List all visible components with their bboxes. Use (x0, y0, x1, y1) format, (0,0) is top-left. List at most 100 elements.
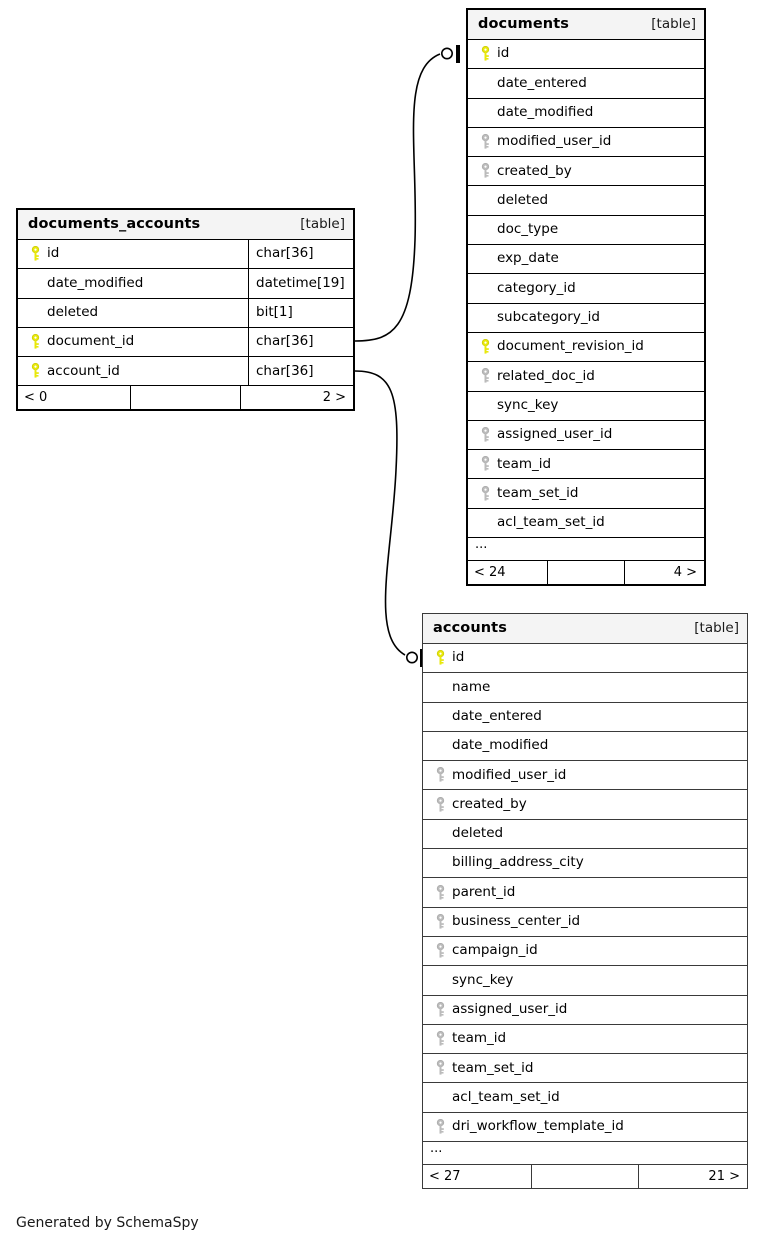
column-name-cell: parent_id (423, 878, 747, 906)
column-name-cell: document_id (18, 328, 248, 356)
column-row[interactable]: id (468, 40, 704, 70)
column-name-cell: team_set_id (423, 1054, 747, 1082)
column-type: char[36] (248, 357, 353, 386)
column-name-cell: category_id (468, 274, 704, 302)
column-name-cell: deleted (423, 820, 747, 848)
cardinality-zero-circle (440, 47, 453, 60)
column-name-cell: id (468, 40, 704, 68)
column-row[interactable]: team_set_id (468, 479, 704, 509)
column-name: deleted (497, 191, 549, 208)
column-name-cell: created_by (468, 157, 704, 185)
table-header-accounts: accounts [table] (423, 614, 747, 644)
column-row[interactable]: created_by (423, 790, 747, 820)
column-row[interactable]: billing_address_city (423, 849, 747, 879)
footer-middle (531, 1165, 639, 1189)
column-row[interactable]: campaign_id (423, 937, 747, 967)
column-row[interactable]: id (423, 644, 747, 674)
footer-next-count[interactable]: 2 > (322, 390, 347, 406)
column-name: deleted (47, 303, 99, 320)
column-name: name (452, 678, 491, 695)
cardinality-zero-circle (405, 651, 418, 664)
footer-prev-count[interactable]: < 24 (474, 565, 506, 581)
column-row[interactable]: exp_date (468, 245, 704, 275)
footer-next-count[interactable]: 21 > (708, 1169, 740, 1185)
column-row[interactable]: deleted (423, 820, 747, 850)
column-row[interactable]: modified_user_id (423, 761, 747, 791)
column-name-cell: id (423, 644, 747, 672)
column-row[interactable]: business_center_id (423, 908, 747, 937)
column-row[interactable]: assigned_user_id (468, 421, 704, 451)
column-name-cell: name (423, 673, 747, 701)
column-row[interactable]: subcategory_id (468, 304, 704, 333)
foreign-key-icon (431, 884, 449, 901)
column-name: document_revision_id (497, 338, 644, 355)
column-row[interactable]: assigned_user_id (423, 996, 747, 1025)
column-row[interactable]: deleted (468, 186, 704, 216)
footer-prev-count[interactable]: < 27 (429, 1169, 461, 1185)
column-name: subcategory_id (497, 309, 600, 326)
relationship-documents_accounts-account_id-to-accounts-id (354, 370, 424, 667)
column-name: account_id (47, 362, 120, 379)
column-row[interactable]: acl_team_set_id (423, 1083, 747, 1113)
column-name-cell: billing_address_city (423, 849, 747, 877)
column-row[interactable]: team_set_id (423, 1054, 747, 1084)
foreign-key-icon (431, 767, 449, 783)
column-name-cell: modified_user_id (468, 128, 704, 156)
column-type: bit[1] (248, 298, 353, 327)
column-name: id (47, 245, 60, 262)
column-row[interactable]: date_modified (468, 99, 704, 128)
column-name: assigned_user_id (497, 426, 613, 443)
column-row[interactable]: sync_key (423, 966, 747, 996)
column-name-cell: modified_user_id (423, 761, 747, 789)
column-name-cell: acl_team_set_id (423, 1083, 747, 1111)
footer-next-count[interactable]: 4 > (673, 565, 698, 581)
column-row[interactable]: sync_key (468, 392, 704, 421)
footer-middle (546, 561, 626, 585)
column-name-cell: assigned_user_id (423, 996, 747, 1024)
table-accounts[interactable]: accounts [table] id name date_entered date_… (422, 613, 748, 1190)
column-name: business_center_id (452, 913, 581, 930)
primary-key-icon (26, 334, 44, 350)
column-name-cell: team_set_id (468, 479, 704, 507)
column-name: exp_date (497, 250, 559, 267)
footer-prev-count[interactable]: < 0 (24, 390, 48, 406)
column-name: sync_key (497, 396, 559, 413)
column-name: dri_workflow_template_id (452, 1118, 624, 1135)
column-row[interactable]: created_by (468, 157, 704, 187)
relationship-documents_accounts-document_id-to-documents-id (354, 45, 460, 342)
column-row[interactable]: category_id (468, 274, 704, 304)
column-row[interactable]: date_entered (468, 69, 704, 99)
column-name: modified_user_id (497, 133, 612, 150)
column-row[interactable]: team_id (423, 1025, 747, 1055)
column-name-cell: campaign_id (423, 937, 747, 965)
column-name-cell: doc_type (468, 216, 704, 244)
column-row[interactable]: parent_id (423, 878, 747, 908)
column-row[interactable]: date_modified (423, 732, 747, 762)
column-row[interactable]: date_entered (423, 703, 747, 732)
column-row[interactable]: document_revision_id (468, 333, 704, 363)
diagram-caption: Generated by SchemaSpy (16, 1215, 199, 1231)
column-row[interactable]: deleted bit[1] (18, 298, 353, 328)
column-row[interactable]: related_doc_id (468, 362, 704, 392)
column-name-cell: document_revision_id (468, 333, 704, 361)
column-row[interactable]: modified_user_id (468, 128, 704, 158)
column-row[interactable]: account_id char[36] (18, 357, 353, 387)
column-name: related_doc_id (497, 367, 595, 384)
column-name: deleted (452, 825, 504, 842)
column-row[interactable]: acl_team_set_id (468, 509, 704, 539)
column-name: date_entered (452, 707, 542, 724)
column-row[interactable]: dri_workflow_template_id (423, 1113, 747, 1143)
foreign-key-icon (431, 1001, 449, 1018)
column-row[interactable]: doc_type (468, 216, 704, 246)
footer-middle (129, 386, 242, 410)
column-name: document_id (47, 333, 135, 350)
column-row[interactable]: team_id (468, 450, 704, 480)
column-name: assigned_user_id (452, 1000, 568, 1017)
column-row[interactable]: name (423, 673, 747, 703)
